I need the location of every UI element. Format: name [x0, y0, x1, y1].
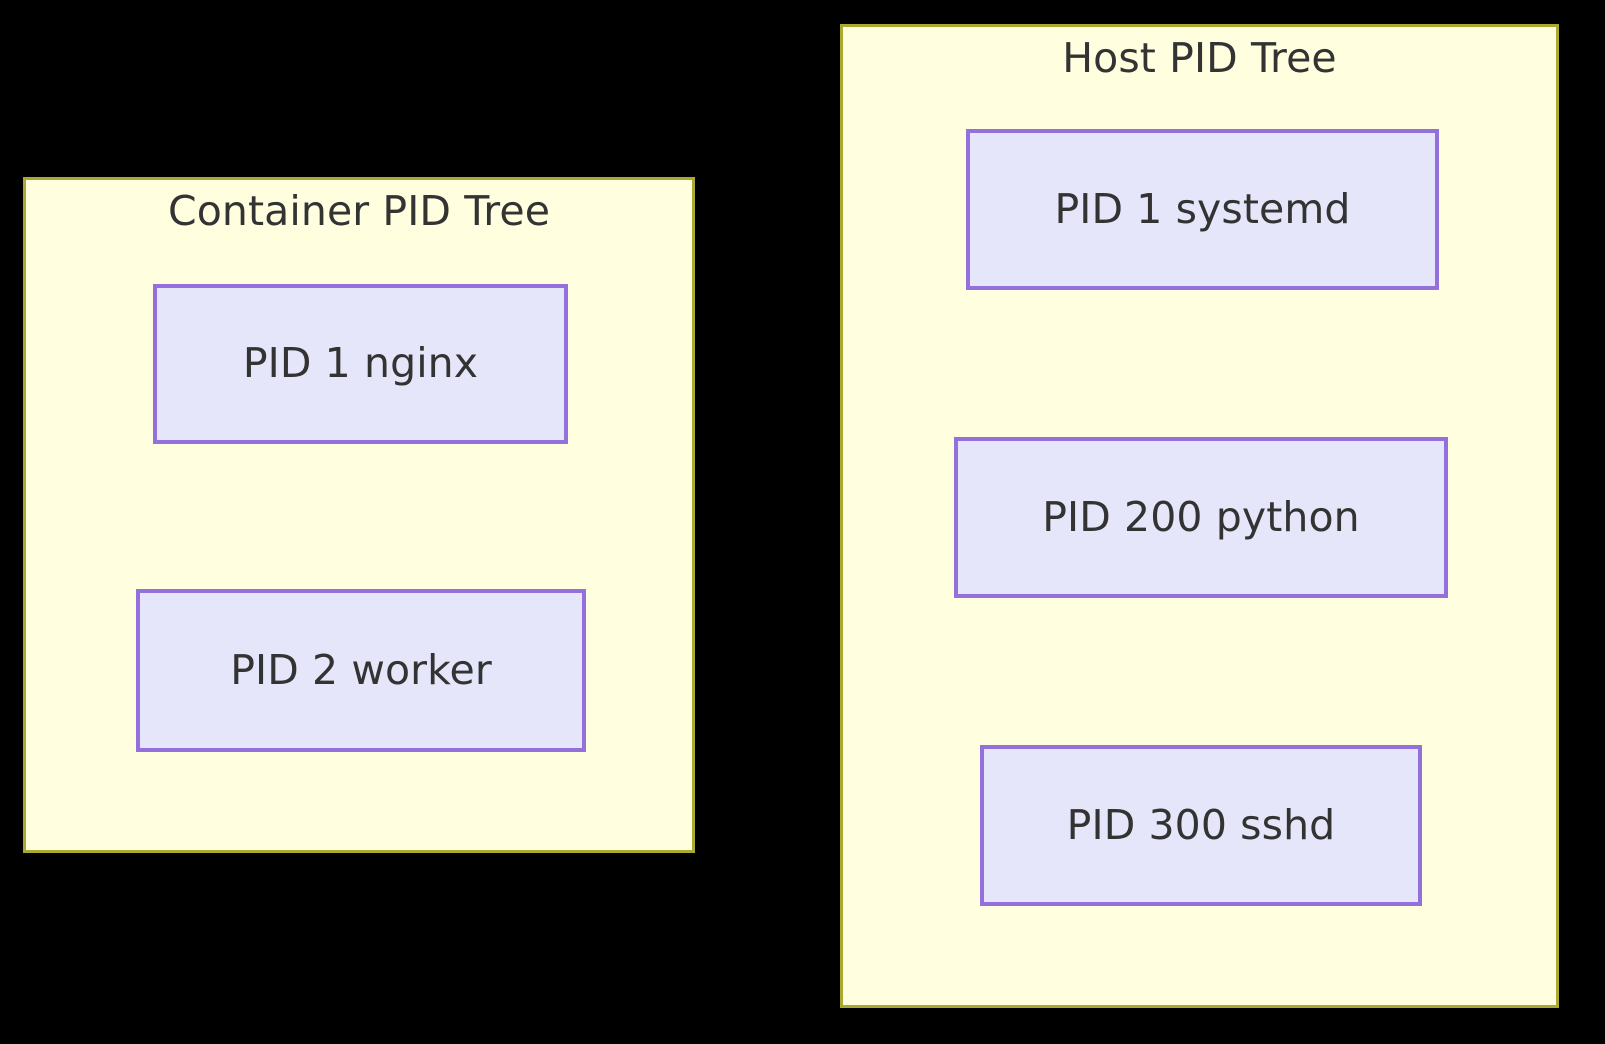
process-node-host-0[interactable]: PID 1 systemd	[966, 129, 1439, 290]
process-node-label: PID 1 systemd	[1054, 184, 1351, 233]
process-node-container-0[interactable]: PID 1 nginx	[153, 284, 568, 444]
panel-host-title: Host PID Tree	[1062, 34, 1337, 82]
panel-container-pid-tree: Container PID Tree PID 1 nginx PID 2 wor…	[23, 177, 695, 853]
process-node-container-1[interactable]: PID 2 worker	[136, 589, 586, 752]
process-node-label: PID 2 worker	[230, 645, 492, 694]
panel-host-pid-tree: Host PID Tree PID 1 systemd PID 200 pyth…	[840, 24, 1559, 1008]
process-node-label: PID 1 nginx	[242, 339, 479, 388]
process-node-host-1[interactable]: PID 200 python	[954, 437, 1448, 598]
panel-container-title: Container PID Tree	[167, 187, 551, 235]
process-node-label: PID 300 sshd	[1066, 800, 1336, 849]
process-node-host-2[interactable]: PID 300 sshd	[980, 745, 1422, 906]
process-node-label: PID 200 python	[1042, 492, 1360, 541]
